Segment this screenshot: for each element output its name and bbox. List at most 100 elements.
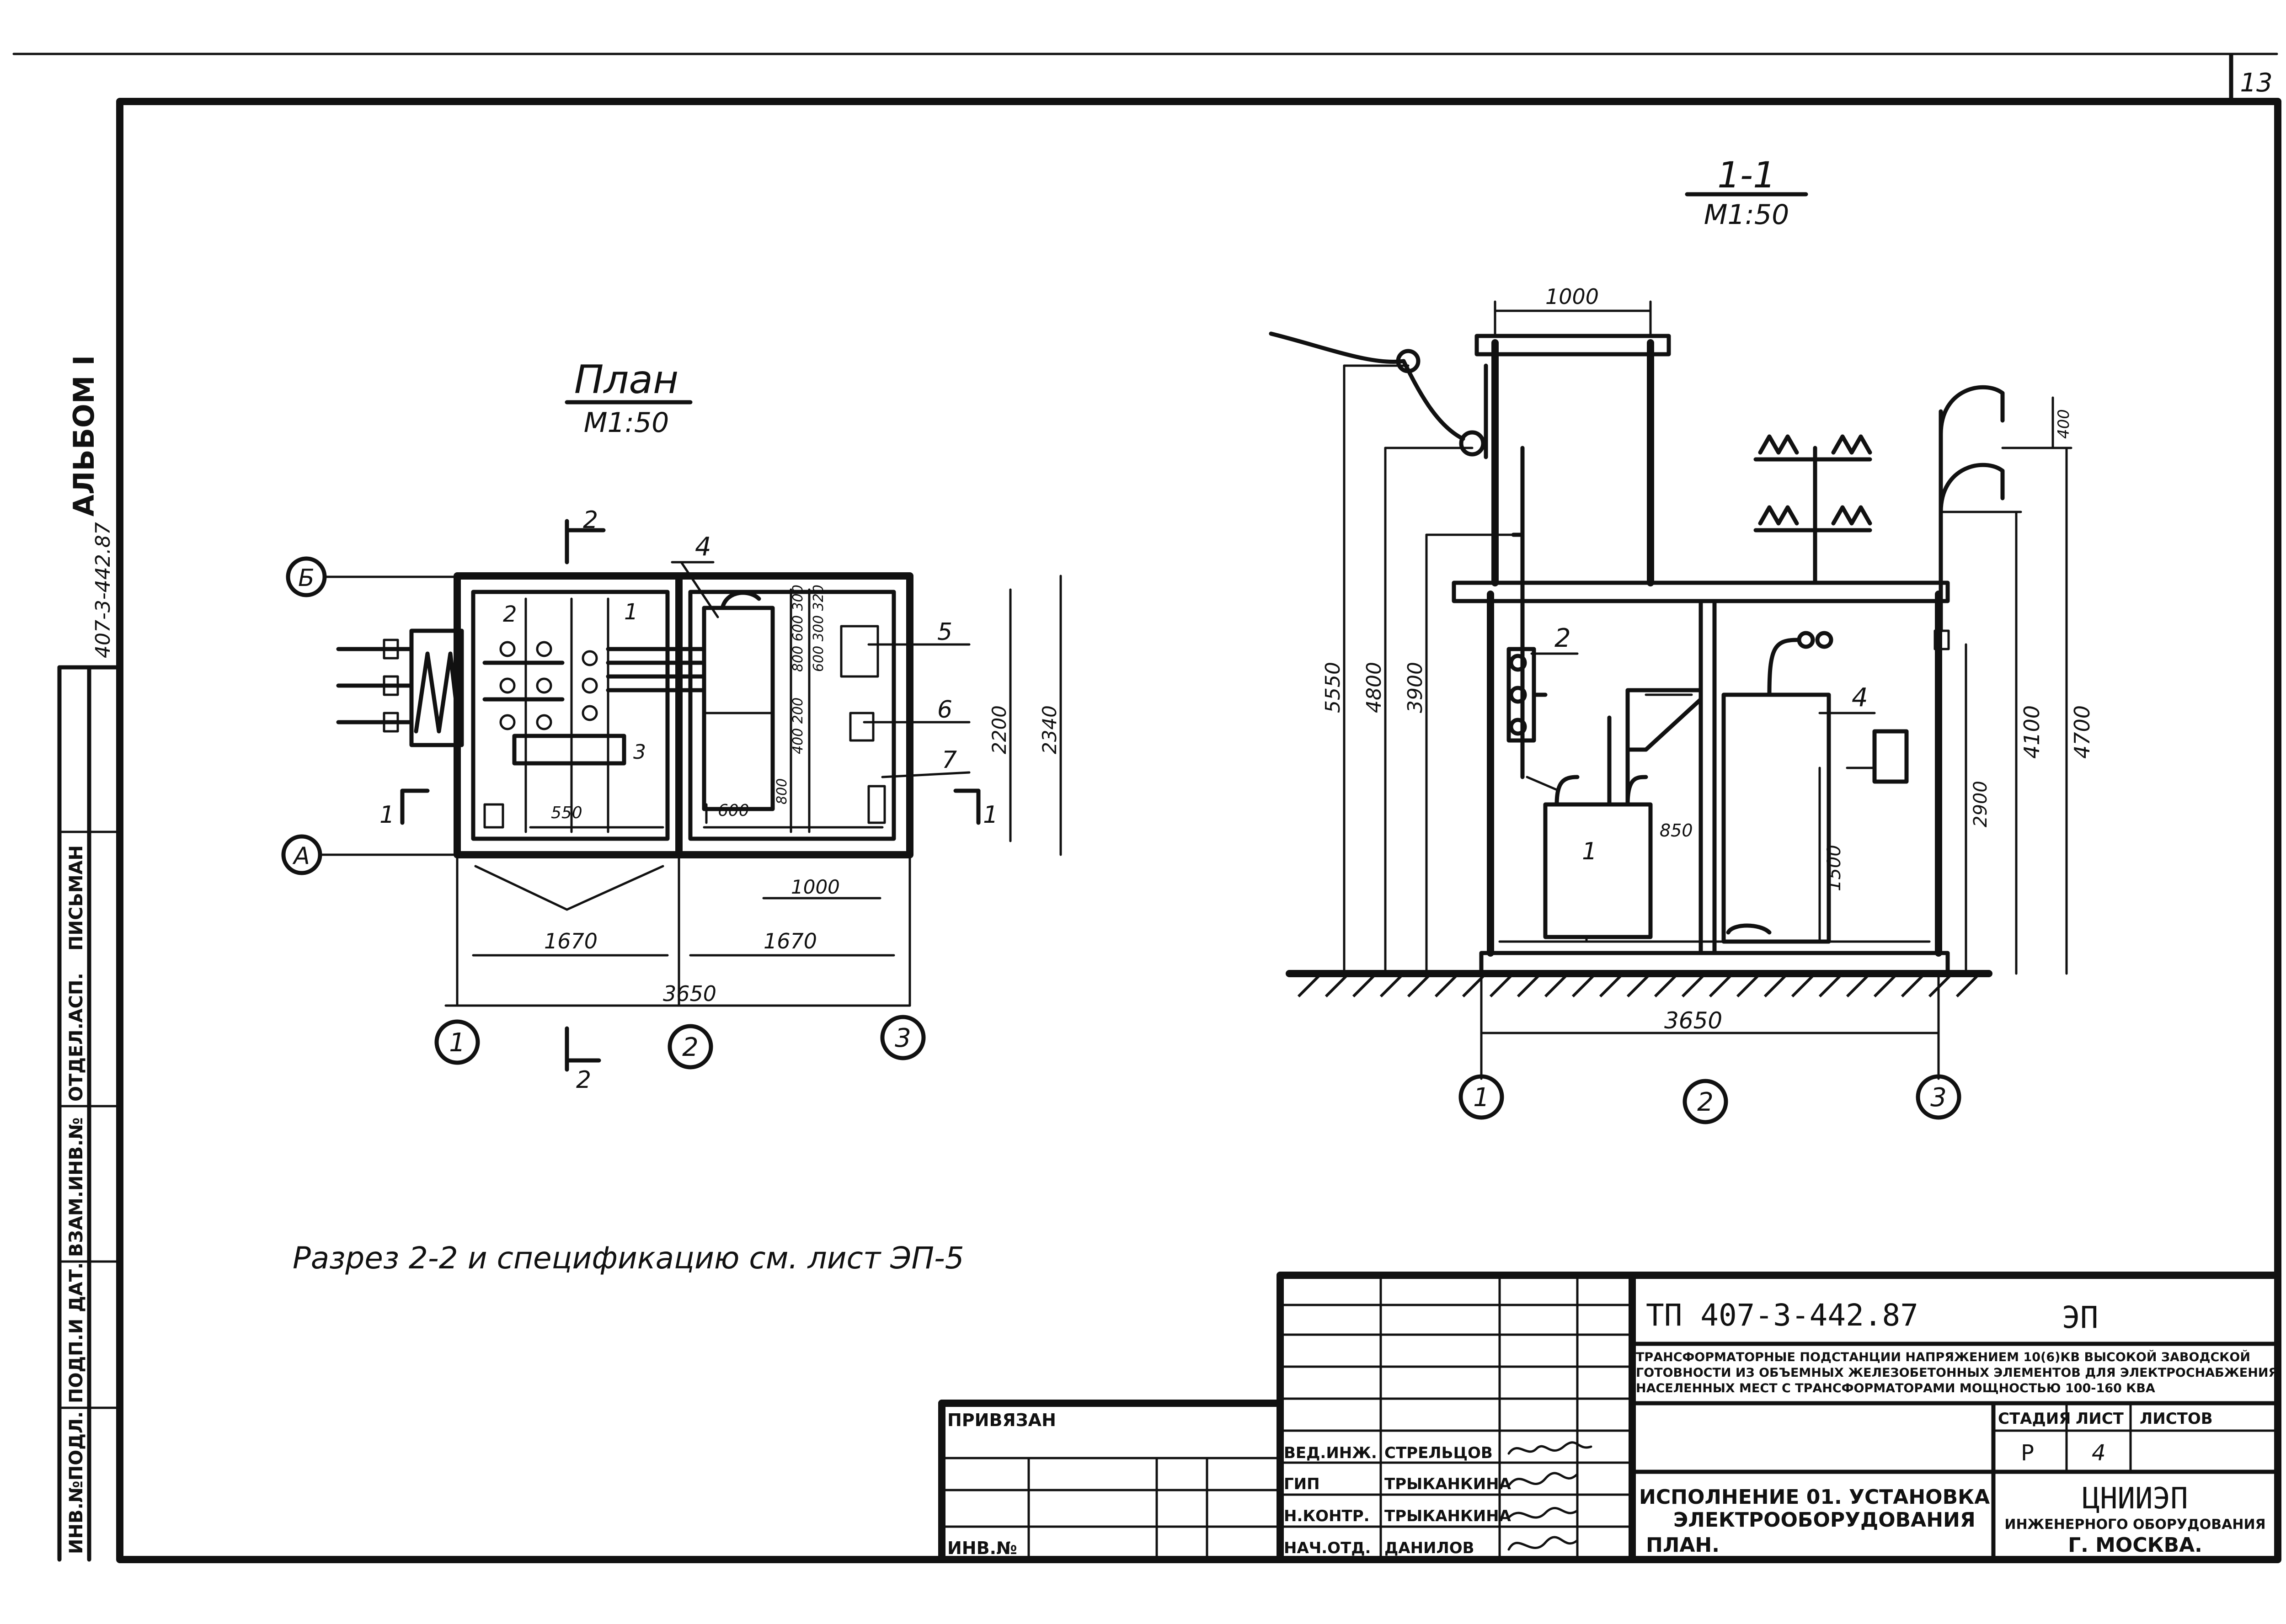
plan-dim-stack-top: 600 300 320	[811, 585, 827, 672]
plan-axis-A-label: А	[292, 842, 310, 870]
plan-callout-1: 1	[624, 599, 638, 625]
signer-name-3: ДАНИЛОВ	[1384, 1539, 1474, 1557]
plan-scale: М1:50	[584, 407, 669, 439]
plan-section-mark-2-top: 2	[583, 506, 598, 534]
roof-slab	[1452, 580, 1950, 603]
plan-dim-stack-low: 400 200	[790, 698, 806, 754]
plan-view: План М1:50	[281, 357, 1062, 1094]
stage-header: СТАДИЯ	[1998, 1410, 2071, 1428]
sheet-note: Разрез 2-2 и спецификацию см. лист ЭП-5	[293, 1241, 964, 1276]
plan-axis-B-label: Б	[298, 564, 315, 592]
plan-dim-600: 600	[718, 801, 749, 820]
project-description-3: НАСЕЛЕННЫХ МЕСТ С ТРАНСФОРМАТОРАМИ МОЩНО…	[1636, 1381, 2155, 1395]
signer-name-0: СТРЕЛЬЦОВ	[1384, 1444, 1493, 1462]
signer-role-0: ВЕД.ИНЖ.	[1284, 1444, 1377, 1462]
signature-3	[1507, 1536, 1579, 1551]
section-transformer	[1543, 688, 1703, 943]
plan-title: План	[574, 357, 679, 403]
plan-section-mark-1-left: 1	[379, 801, 395, 829]
section-axis-1-label: 1	[1473, 1083, 1490, 1113]
margin-album-code: 407-3-442.87	[91, 522, 115, 658]
sheet-title-3: ПЛАН.	[1646, 1533, 1720, 1557]
sheets-header: ЛИСТОВ	[2140, 1410, 2213, 1428]
section-axis-2	[1682, 1079, 1728, 1124]
section-dim-3900: 3900	[1404, 662, 1427, 713]
project-code: ТП 407-3-442.87	[1646, 1298, 1918, 1333]
document-mark: ЭП	[2062, 1300, 2098, 1335]
plan-callout-4: 4	[695, 532, 711, 562]
lv-mast	[1753, 434, 1872, 585]
signer-role-1: ГИП	[1284, 1475, 1320, 1493]
section-dim-4800: 4800	[1362, 662, 1386, 713]
plan-axis-3	[880, 1015, 926, 1060]
margin-label-0: ИНВ.№ПОДЛ.	[66, 1411, 87, 1554]
stage-value: Р	[2021, 1440, 2034, 1466]
plan-dim-3650: 3650	[663, 981, 716, 1006]
section-dim-400: 400	[2055, 409, 2073, 439]
sheet-title-2: ЭЛЕКТРООБОРУДОВАНИЯ	[1673, 1508, 1976, 1532]
margin-label-1: ПОДП.И ДАТ.	[66, 1262, 87, 1403]
street-lamps	[1933, 385, 2005, 650]
plan-callout-3: 3	[633, 740, 646, 764]
section-callout-2: 2	[1554, 623, 1571, 653]
plan-section-mark-1-right: 1	[983, 801, 998, 829]
title-block: ВЕД.ИНЖ. СТРЕЛЬЦОВ ГИП ТРЫКАНКИНА Н.КОНТ…	[938, 1272, 2281, 1563]
section-dim-850: 850	[1660, 820, 1693, 841]
plan-dim-550: 550	[551, 804, 582, 822]
plan-dim-1670-right: 1670	[764, 929, 817, 953]
org-name: ЦНИИЭП	[2082, 1482, 2188, 1516]
margin-album: АЛЬБОМ I	[67, 355, 101, 516]
section-dim-4700: 4700	[2070, 705, 2094, 759]
section-callout-1: 1	[1582, 838, 1597, 865]
plan-dim-2200: 2200	[988, 705, 1010, 754]
page-number: 13	[2240, 68, 2272, 98]
sheet-frame	[116, 98, 2281, 1563]
plan-axis-2-label: 2	[682, 1033, 699, 1062]
section-meter-box	[1872, 729, 1909, 784]
section-dim-1500: 1500	[1824, 845, 1845, 891]
plan-transformer	[702, 591, 886, 829]
bound-label: ПРИВЯЗАН	[947, 1410, 1056, 1430]
plan-axis-1-label: 1	[449, 1028, 465, 1058]
inv-label: ИНВ.№	[947, 1538, 1017, 1558]
section-title: 1-1	[1717, 155, 1775, 196]
section-axis-3	[1916, 1074, 1961, 1120]
plan-axis-3-label: 3	[895, 1023, 911, 1053]
plan-callout-2: 2	[503, 602, 517, 627]
plan-dim-stack-bottom: 800	[774, 778, 790, 804]
sheet-title-1: ИСПОЛНЕНИЕ 01. УСТАНОВКА	[1639, 1486, 1990, 1509]
signer-role-2: Н.КОНТР.	[1284, 1507, 1370, 1525]
section-dim-1000: 1000	[1545, 284, 1599, 309]
signer-name-2: ТРЫКАНКИНА	[1384, 1507, 1512, 1525]
section-view: 1-1 М1:50	[1269, 155, 2094, 1124]
margin-strip: ИНВ.№ПОДЛ. ПОДП.И ДАТ. ВЗАМ.ИНВ.№ ОТДЕЛ.…	[57, 355, 122, 1562]
plan-dim-1000: 1000	[791, 876, 840, 898]
section-dim-5550: 5550	[1321, 662, 1345, 713]
plan-callout-5: 5	[937, 618, 952, 646]
plan-callout-6: 6	[937, 696, 952, 724]
hv-tower: 1000	[1474, 284, 1671, 586]
plan-entry-insulators	[336, 628, 464, 747]
section-cabinet	[1721, 631, 1833, 944]
section-dim-2900: 2900	[1970, 781, 1991, 827]
section-dim-4100: 4100	[2019, 705, 2044, 759]
plan-switchgear	[482, 597, 706, 833]
project-description-2: ГОТОВНОСТИ ИЗ ОБЪЕМНЫХ ЖЕЛЕЗОБЕТОННЫХ ЭЛ…	[1636, 1366, 2278, 1380]
section-axis-2-label: 2	[1697, 1087, 1714, 1117]
section-scale: М1:50	[1704, 199, 1789, 231]
section-dim-3650: 3650	[1664, 1007, 1722, 1034]
plan-axis-2	[668, 1024, 713, 1070]
ground-hatching	[1297, 972, 1981, 998]
section-callout-4: 4	[1852, 683, 1868, 713]
signature-2	[1507, 1507, 1579, 1519]
org-line-2: ИНЖЕНЕРНОГО ОБОРУДОВАНИЯ	[2004, 1517, 2265, 1533]
org-city: Г. МОСКВА.	[2068, 1533, 2202, 1557]
incoming-line	[1269, 331, 1525, 779]
margin-label-2: ВЗАМ.ИНВ.№	[66, 1117, 87, 1257]
signature-1	[1507, 1472, 1579, 1487]
signer-role-3: НАЧ.ОТД.	[1284, 1539, 1371, 1557]
margin-label-4: ПИСЬМАН	[66, 845, 87, 951]
section-axis-1	[1458, 1074, 1504, 1120]
plan-dim-1670-left: 1670	[544, 929, 598, 953]
